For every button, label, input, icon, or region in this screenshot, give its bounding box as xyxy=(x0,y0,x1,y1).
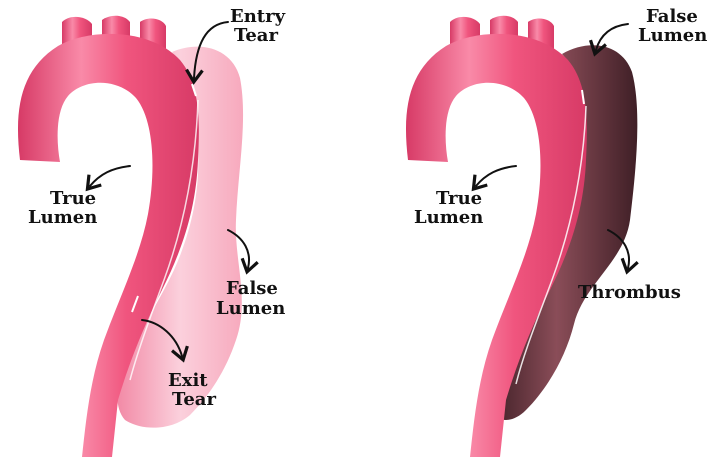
right-false-lumen-label: False Lumen xyxy=(638,6,707,46)
left-false-lumen-label: False Lumen xyxy=(216,278,285,319)
left-entry-tear-label: Entry Tear xyxy=(230,6,291,46)
left-panel: Entry Tear True Lumen False Lumen Exit T… xyxy=(18,6,291,457)
right-true-lumen-arrow xyxy=(476,166,516,186)
right-thrombus-label: Thrombus xyxy=(578,282,681,303)
right-panel: False Lumen True Lumen Thrombus xyxy=(406,6,707,457)
right-aorta xyxy=(406,16,587,457)
left-exit-tear-label: Exit Tear xyxy=(168,370,216,410)
left-true-lumen-label: True Lumen xyxy=(28,188,102,228)
right-true-lumen-label: True Lumen xyxy=(414,188,488,228)
left-true-lumen-arrow xyxy=(90,166,130,186)
